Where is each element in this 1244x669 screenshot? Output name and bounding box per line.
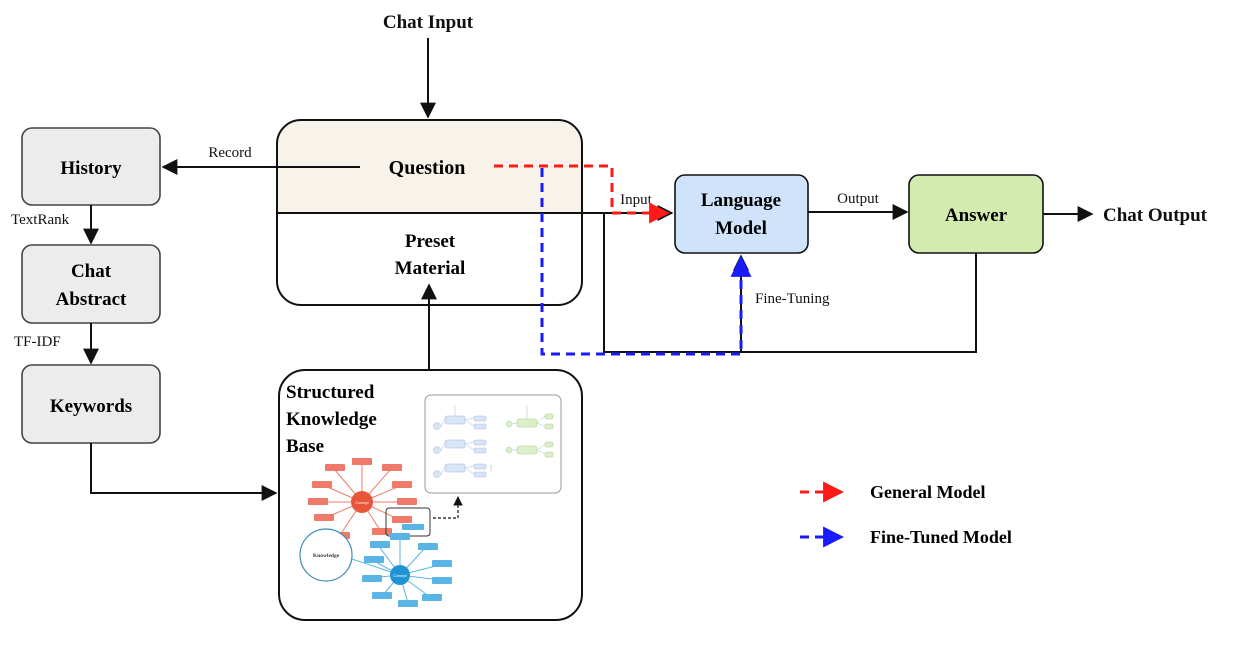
history-label: History (60, 158, 122, 179)
keywords-to-kb-arrow (90, 443, 278, 501)
preset-label-line2: Material (395, 258, 466, 279)
feedback-loop-line (582, 212, 977, 353)
zoom-connector-arrow (433, 496, 463, 519)
fine-tuning-label: Fine-Tuning (755, 291, 830, 307)
red-hub-label: Concept (355, 501, 368, 505)
chat-abstract-line1: Chat (71, 261, 112, 282)
knowledge-node (299, 528, 353, 582)
kb-label-line1: Structured (286, 382, 375, 403)
chat-input-label: Chat Input (383, 12, 474, 33)
textrank-label: TextRank (11, 212, 70, 228)
chat-abstract-box (21, 244, 161, 324)
fine-tuned-model-path (540, 168, 752, 356)
preset-label-line1: Preset (405, 231, 456, 252)
legend: General Model Fine-Tuned Model (800, 481, 1012, 548)
kb-label-line2: Knowledge (286, 409, 377, 430)
output-label: Output (837, 191, 880, 207)
record-label: Record (208, 145, 252, 161)
kg-table-inset: ⋮ (424, 394, 562, 494)
kb-label-line3: Base (286, 436, 324, 457)
general-model-path (494, 164, 671, 224)
input-label: Input (620, 192, 652, 208)
language-model-line2: Model (715, 218, 767, 239)
knowledge-node-label: Knowledge (313, 553, 340, 559)
keywords-label: Keywords (50, 396, 132, 417)
question-preset-box (276, 119, 583, 306)
blue-hub-label: Concept (393, 574, 406, 578)
chat-output-label: Chat Output (1103, 205, 1208, 226)
legend-finetuned-label: Fine-Tuned Model (870, 527, 1012, 547)
language-model-box (674, 174, 809, 254)
answer-label: Answer (945, 205, 1008, 226)
svg-text:⋮: ⋮ (488, 466, 494, 472)
chat-abstract-line2: Abstract (56, 289, 127, 310)
language-model-line1: Language (701, 190, 781, 211)
blue-concept-cluster: Concept (339, 533, 452, 607)
tfidf-label: TF-IDF (14, 334, 61, 350)
legend-general-label: General Model (870, 482, 985, 502)
question-label: Question (389, 157, 466, 179)
